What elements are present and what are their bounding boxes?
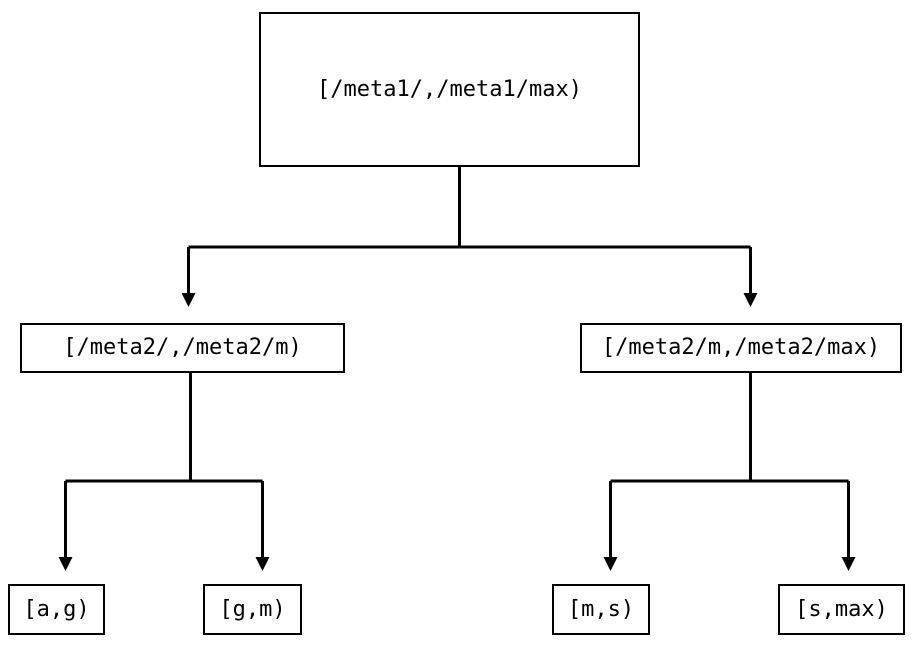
edge-midleft-to-leaf-a-g bbox=[58, 373, 192, 571]
node-mid-right-label: [/meta2/m,/meta2/max) bbox=[601, 335, 881, 360]
node-root[interactable]: [/meta1/,/meta1/max) bbox=[259, 12, 640, 167]
node-leaf-m-s[interactable]: [m,s) bbox=[552, 584, 650, 635]
node-root-label: [/meta1/,/meta1/max) bbox=[317, 76, 582, 102]
node-leaf-g-m-label: [g,m) bbox=[219, 596, 286, 622]
node-leaf-g-m[interactable]: [g,m) bbox=[203, 584, 302, 635]
node-leaf-a-g-label: [a,g) bbox=[23, 596, 90, 622]
node-mid-left-label: [/meta2/,/meta2/m) bbox=[63, 335, 302, 360]
edge-root-to-mid-left bbox=[181, 167, 461, 307]
node-mid-left[interactable]: [/meta2/,/meta2/m) bbox=[20, 323, 345, 373]
edge-midright-to-leaf-s-max bbox=[750, 479, 856, 571]
node-leaf-a-g[interactable]: [a,g) bbox=[8, 584, 105, 635]
edge-root-to-mid-right bbox=[459, 245, 758, 307]
node-leaf-s-max-label: [s,max) bbox=[795, 596, 888, 622]
node-leaf-m-s-label: [m,s) bbox=[567, 596, 635, 622]
edge-midleft-to-leaf-g-m bbox=[190, 479, 270, 571]
node-mid-right[interactable]: [/meta2/m,/meta2/max) bbox=[580, 323, 902, 373]
edge-midright-to-leaf-m-s bbox=[603, 373, 752, 571]
node-leaf-s-max[interactable]: [s,max) bbox=[778, 584, 905, 635]
